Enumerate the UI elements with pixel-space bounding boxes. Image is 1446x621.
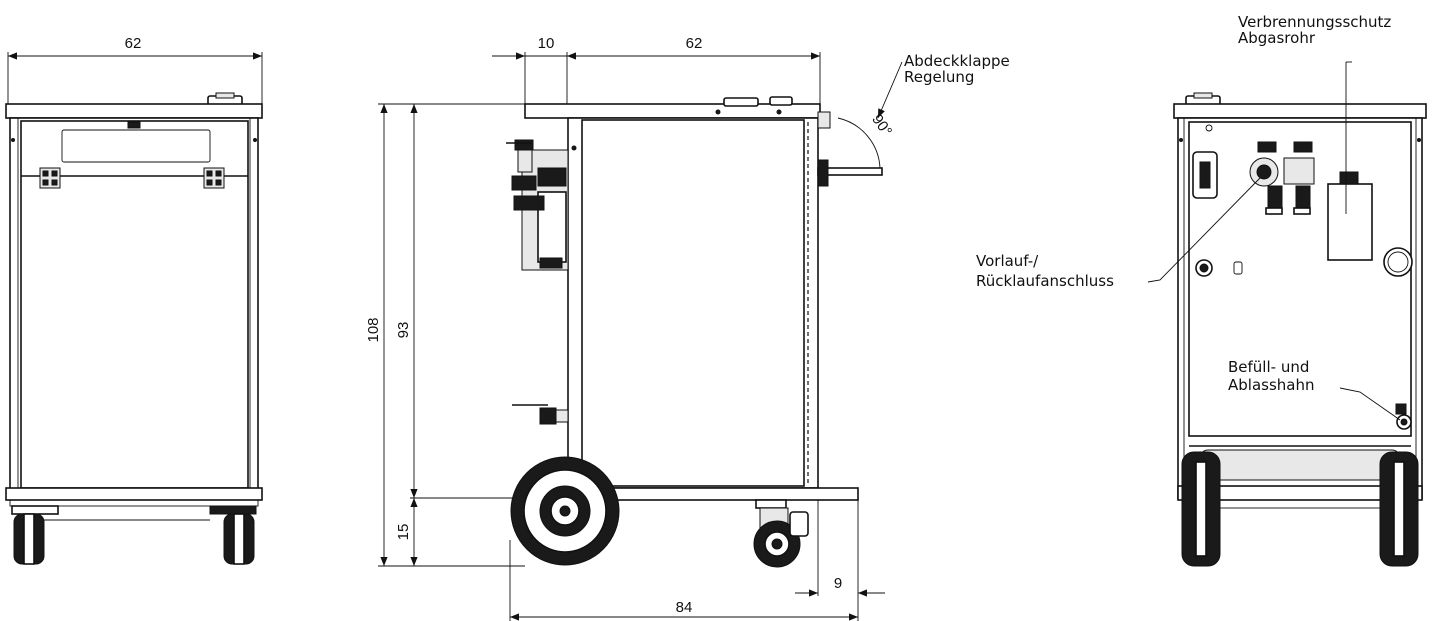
dim-total-height: 108: [365, 317, 382, 342]
label-burn-line1: Verbrennungsschutz: [1238, 13, 1391, 31]
dim-body-height: 93: [395, 322, 412, 339]
dim-side-width: 62: [686, 35, 703, 52]
dim-overhang: 9: [834, 575, 842, 592]
dim-front-width: 62: [125, 35, 142, 52]
label-burn-line2: Abgasrohr: [1238, 29, 1316, 47]
label-flap-line2: Regelung: [904, 68, 974, 86]
dim-angle: 90°: [868, 111, 895, 139]
label-flow-line2: Rücklaufanschluss: [976, 272, 1114, 290]
dim-base-height: 15: [395, 524, 412, 541]
rear-view: [1173, 92, 1427, 567]
side-view: [378, 52, 885, 621]
label-fill-line2: Ablasshahn: [1228, 376, 1314, 394]
front-view: [5, 52, 263, 565]
label-fill-line1: Befüll- und: [1228, 358, 1309, 376]
leader-lines: [877, 61, 1401, 421]
dim-side-offset: 10: [538, 35, 555, 52]
label-flow-line1: Vorlauf-/: [976, 252, 1039, 270]
dim-total-length: 84: [676, 599, 693, 616]
label-flap-line1: Abdeckklappe: [904, 52, 1010, 70]
